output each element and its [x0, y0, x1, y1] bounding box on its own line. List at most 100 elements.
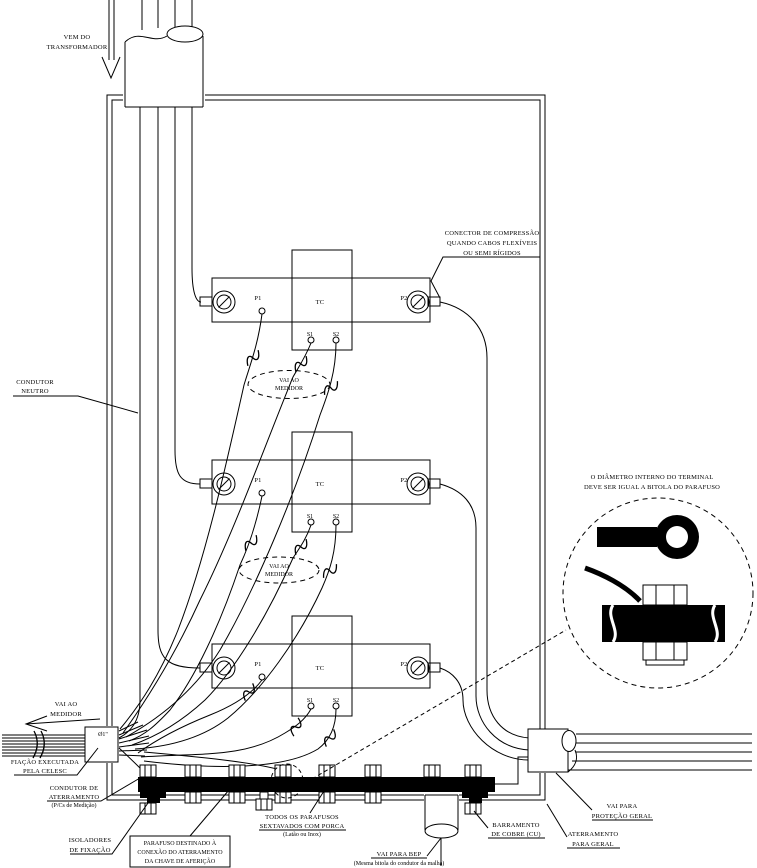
s1-label: S1 [307, 514, 313, 520]
label-line: DE FIXAÇÃO [69, 846, 110, 854]
label-vem-do-transformador: VEM DO TRANSFORMADOR [47, 34, 108, 51]
label-vai-protecao-geral: VAI PARA PROTEÇÃO GERAL [555, 772, 653, 821]
phase-feeder-wires [118, 107, 202, 739]
conduit-opening [166, 25, 204, 43]
label-line: ATERRAMENTO [49, 794, 100, 801]
copper-busbar [138, 763, 495, 815]
p1-label: P1 [254, 295, 261, 302]
meter-direction-arrow [24, 715, 101, 732]
p2-label: P2 [400, 295, 407, 302]
label-line: ATERRAMENTO [568, 831, 619, 838]
label-line: BARRAMENTO [492, 822, 539, 829]
label-aterramento-geral: ATERRAMENTO PARA GERAL [546, 803, 620, 849]
p1-label: P1 [254, 661, 261, 668]
label-line: QUANDO CABOS FLEXÍVEIS [447, 239, 538, 247]
s2-label: S2 [333, 514, 339, 520]
label-conector-compressao: CONECTOR DE COMPRESSÃO QUANDO CABOS FLEX… [430, 229, 540, 299]
label-line: CONDUTOR DE [50, 785, 98, 792]
wire-fan [118, 721, 150, 757]
s2-label: S2 [333, 698, 339, 704]
label-line: TRANSFORMADOR [47, 44, 108, 51]
ring-terminal-icon [597, 515, 699, 559]
label-line: MEDIDOR [275, 386, 303, 392]
leader-line [430, 256, 540, 299]
bep-conduit [424, 794, 459, 866]
p1-terminal [212, 290, 236, 314]
top-wall-gap [123, 30, 205, 107]
leader-line [426, 837, 442, 857]
label-line: MEDIDOR [50, 711, 82, 718]
p2-terminal [406, 656, 430, 680]
label-line: NEUTRO [21, 388, 49, 395]
label-line: TODOS OS PARAFUSOS [265, 814, 339, 821]
label-line: VAI AO [279, 378, 299, 384]
label-line: O DIÂMETRO INTERNO DO TERMINAL [591, 473, 714, 481]
meter-secondary-wires [118, 313, 337, 777]
load-side-wires [439, 301, 530, 785]
bolted-busbar-detail [584, 565, 725, 666]
tc-label: TC [316, 299, 325, 306]
s1-label: S1 [307, 332, 313, 338]
tc-unit-3: P1 TC P2 S1 S2 [199, 615, 441, 717]
leader-line [546, 803, 568, 838]
label-line: (Latão ou Inox) [283, 831, 321, 838]
leader-line [14, 747, 99, 776]
label-line: VEM DO [64, 34, 91, 41]
highlighted-bolt-ellipse [270, 763, 304, 799]
entry-conduit [124, 0, 204, 108]
label-line: (Mesma bitola do condutor da malha) [354, 860, 444, 867]
meter-cable-bundle [2, 730, 85, 759]
tc-label: TC [316, 665, 325, 672]
s1-label: S1 [307, 698, 313, 704]
label-line: CONEXÃO DO ATERRAMENTO [137, 848, 223, 856]
leader-line [555, 772, 593, 811]
label-fiacao-celesc: FIAÇÃO EXECUTADA PELA CELESC [11, 747, 99, 776]
leader-line [473, 810, 489, 829]
p1-label: P1 [254, 477, 261, 484]
label-vai-ao-medidor-exit: VAI AO MEDIDOR [24, 701, 101, 732]
p2-label: P2 [400, 661, 407, 668]
label-line: ISOLADORES [69, 837, 112, 844]
label-line: VAI AO [55, 701, 78, 708]
tc-unit-2: P1 TC P2 S1 S2 [199, 431, 441, 533]
label-line: VAI PARA [607, 803, 638, 810]
tc-unit-1: P1 TC P2 S1 S2 [199, 249, 441, 351]
neutral-conductor-wire [118, 107, 141, 739]
p2-terminal [406, 472, 430, 496]
label-line: DA CHAVE DE AFERIÇÃO [145, 857, 216, 865]
label-line: PARA GERAL [572, 841, 614, 848]
p2-terminal [406, 290, 430, 314]
supply-arrow [101, 0, 121, 80]
label-line: VAI PARA BEP [377, 851, 422, 858]
leader-line [189, 776, 241, 837]
detail-circle [562, 497, 754, 689]
meter-callout-2: VAI AO MEDIDOR [238, 556, 320, 584]
label-line: PARAFUSO DESTINADO À [144, 839, 217, 847]
leader-line [309, 779, 332, 814]
cabinet-enclosure [106, 94, 546, 801]
s2-label: S2 [333, 332, 339, 338]
leader-line [47, 777, 141, 802]
label-isoladores-fixacao: ISOLADORES DE FIXAÇÃO [69, 802, 149, 855]
label-condutor-neutro: CONDUTOR NEUTRO [13, 379, 139, 414]
meter-callout-1: VAI AO MEDIDOR [247, 370, 331, 399]
label-line: MEDIDOR [265, 572, 293, 578]
label-parafuso-aterramento: PARAFUSO DESTINADO À CONEXÃO DO ATERRAME… [129, 776, 241, 868]
label-condutor-aterramento: CONDUTOR DE ATERRAMENTO (P/Cs de Medição… [47, 777, 141, 809]
terminal-detail-view: O DIÂMETRO INTERNO DO TERMINAL DEVE SER … [299, 473, 754, 787]
label-line: CONDUTOR [16, 379, 54, 386]
p1-tap [258, 673, 266, 681]
aferição-ground-wire [143, 751, 282, 771]
cable-icon [584, 565, 642, 603]
label-line: PELA CELESC [23, 768, 67, 775]
leader-line [70, 802, 149, 855]
label-line: VAI AO [269, 564, 289, 570]
label-line: DE COBRE (CU) [491, 831, 541, 838]
detail-leader [299, 629, 567, 787]
p1-tap [258, 307, 266, 315]
label-line: SEXTAVADOS COM PORCA [260, 823, 345, 830]
label-line: DEVE SER IGUAL A BITOLA DO PARAFUSO [584, 484, 720, 491]
p2-label: P2 [400, 477, 407, 484]
